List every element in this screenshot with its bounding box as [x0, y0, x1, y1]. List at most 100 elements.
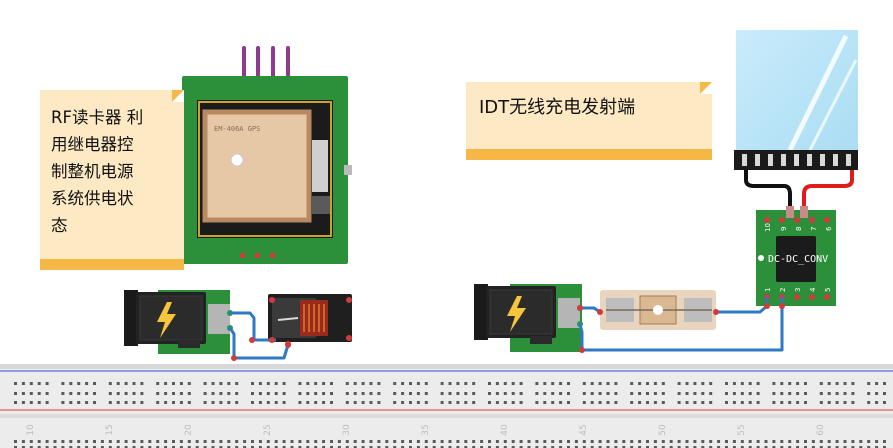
- breadboard-hole[interactable]: [116, 446, 120, 448]
- breadboard-hole[interactable]: [156, 446, 160, 448]
- breadboard-hole[interactable]: [772, 382, 776, 385]
- breadboard-hole[interactable]: [69, 446, 73, 448]
- breadboard-hole[interactable]: [756, 382, 760, 385]
- breadboard-hole[interactable]: [567, 392, 570, 395]
- dcdc-converter[interactable]: 10 9 8 7 6 1 2 3 4 5 DC-DC_CONV: [756, 210, 836, 306]
- breadboard-hole[interactable]: [345, 440, 349, 443]
- breadboard-hole[interactable]: [464, 382, 468, 385]
- breadboard-hole[interactable]: [851, 392, 855, 395]
- breadboard-hole[interactable]: [116, 382, 120, 385]
- breadboard-hole[interactable]: [827, 440, 831, 443]
- breadboard-hole[interactable]: [725, 392, 728, 395]
- breadboard-hole[interactable]: [488, 392, 491, 395]
- breadboard-hole[interactable]: [804, 446, 807, 448]
- breadboard-hole[interactable]: [448, 382, 452, 385]
- breadboard-hole[interactable]: [756, 392, 760, 395]
- breadboard-hole[interactable]: [140, 382, 144, 385]
- breadboard-hole[interactable]: [725, 446, 728, 448]
- breadboard-hole[interactable]: [732, 446, 736, 448]
- breadboard-hole[interactable]: [14, 440, 17, 443]
- breadboard-hole[interactable]: [725, 401, 728, 404]
- breadboard-hole[interactable]: [282, 446, 286, 448]
- breadboard-hole[interactable]: [827, 382, 831, 385]
- breadboard-hole[interactable]: [551, 446, 555, 448]
- breadboard-hole[interactable]: [574, 440, 578, 443]
- breadboard-hole[interactable]: [804, 401, 807, 404]
- breadboard-hole[interactable]: [306, 392, 310, 395]
- breadboard-hole[interactable]: [156, 401, 160, 404]
- breadboard-hole[interactable]: [630, 401, 634, 404]
- breadboard-hole[interactable]: [337, 446, 341, 448]
- breadboard-hole[interactable]: [693, 401, 697, 404]
- breadboard-hole[interactable]: [21, 392, 25, 395]
- breadboard-hole[interactable]: [179, 446, 183, 448]
- breadboard-hole[interactable]: [488, 401, 491, 404]
- breadboard-hole[interactable]: [377, 392, 381, 395]
- breadboard-hole[interactable]: [693, 382, 697, 385]
- breadboard-hole[interactable]: [495, 392, 499, 395]
- breadboard-hole[interactable]: [495, 446, 499, 448]
- breadboard-hole[interactable]: [788, 392, 792, 395]
- breadboard-hole[interactable]: [883, 382, 886, 385]
- breadboard-hole[interactable]: [14, 382, 17, 385]
- breadboard-hole[interactable]: [409, 392, 412, 395]
- breadboard-hole[interactable]: [685, 446, 689, 448]
- breadboard-hole[interactable]: [488, 382, 491, 385]
- breadboard-hole[interactable]: [432, 446, 436, 448]
- breadboard-hole[interactable]: [61, 440, 65, 443]
- breadboard-hole[interactable]: [409, 401, 412, 404]
- breadboard-hole[interactable]: [235, 401, 239, 404]
- breadboard-hole[interactable]: [274, 446, 278, 448]
- breadboard-hole[interactable]: [811, 446, 815, 448]
- breadboard-hole[interactable]: [835, 440, 839, 443]
- breadboard-hole[interactable]: [511, 401, 515, 404]
- breadboard-hole[interactable]: [519, 392, 523, 395]
- breadboard-hole[interactable]: [638, 401, 642, 404]
- breadboard-hole[interactable]: [132, 401, 136, 404]
- breadboard-hole[interactable]: [258, 401, 262, 404]
- breadboard-hole[interactable]: [867, 392, 871, 395]
- breadboard-hole[interactable]: [21, 446, 25, 448]
- breadboard-hole[interactable]: [835, 382, 839, 385]
- breadboard-hole[interactable]: [211, 392, 215, 395]
- breadboard-hole[interactable]: [164, 446, 168, 448]
- breadboard-hole[interactable]: [227, 392, 231, 395]
- breadboard-hole[interactable]: [100, 440, 104, 443]
- breadboard-hole[interactable]: [409, 440, 412, 443]
- breadboard-hole[interactable]: [77, 440, 81, 443]
- breadboard-hole[interactable]: [424, 440, 428, 443]
- breadboard-hole[interactable]: [377, 440, 381, 443]
- breadboard-hole[interactable]: [464, 446, 468, 448]
- breadboard-hole[interactable]: [851, 446, 855, 448]
- breadboard-hole[interactable]: [669, 446, 673, 448]
- breadboard-hole[interactable]: [535, 401, 539, 404]
- breadboard-hole[interactable]: [867, 440, 871, 443]
- breadboard-hole[interactable]: [187, 401, 191, 404]
- breadboard-hole[interactable]: [883, 392, 886, 395]
- breadboard-hole[interactable]: [772, 446, 776, 448]
- breadboard-hole[interactable]: [519, 440, 523, 443]
- breadboard-hole[interactable]: [306, 401, 310, 404]
- breadboard-hole[interactable]: [717, 446, 721, 448]
- breadboard-hole[interactable]: [440, 382, 444, 385]
- breadboard-hole[interactable]: [661, 382, 665, 385]
- breadboard-hole[interactable]: [45, 401, 49, 404]
- breadboard-hole[interactable]: [732, 392, 736, 395]
- breadboard-hole[interactable]: [646, 446, 649, 448]
- breadboard-hole[interactable]: [732, 382, 736, 385]
- breadboard-hole[interactable]: [835, 392, 839, 395]
- breadboard-hole[interactable]: [709, 440, 713, 443]
- breadboard-hole[interactable]: [804, 392, 807, 395]
- breadboard-hole[interactable]: [77, 401, 81, 404]
- breadboard-hole[interactable]: [45, 440, 49, 443]
- breadboard-hole[interactable]: [883, 446, 886, 448]
- breadboard-hole[interactable]: [732, 401, 736, 404]
- breadboard-hole[interactable]: [266, 392, 270, 395]
- breadboard-hole[interactable]: [227, 446, 231, 448]
- breadboard-hole[interactable]: [748, 392, 752, 395]
- breadboard-hole[interactable]: [282, 440, 286, 443]
- breadboard-hole[interactable]: [156, 440, 160, 443]
- breadboard-hole[interactable]: [85, 446, 89, 448]
- breadboard-hole[interactable]: [740, 401, 744, 404]
- breadboard-hole[interactable]: [764, 440, 768, 443]
